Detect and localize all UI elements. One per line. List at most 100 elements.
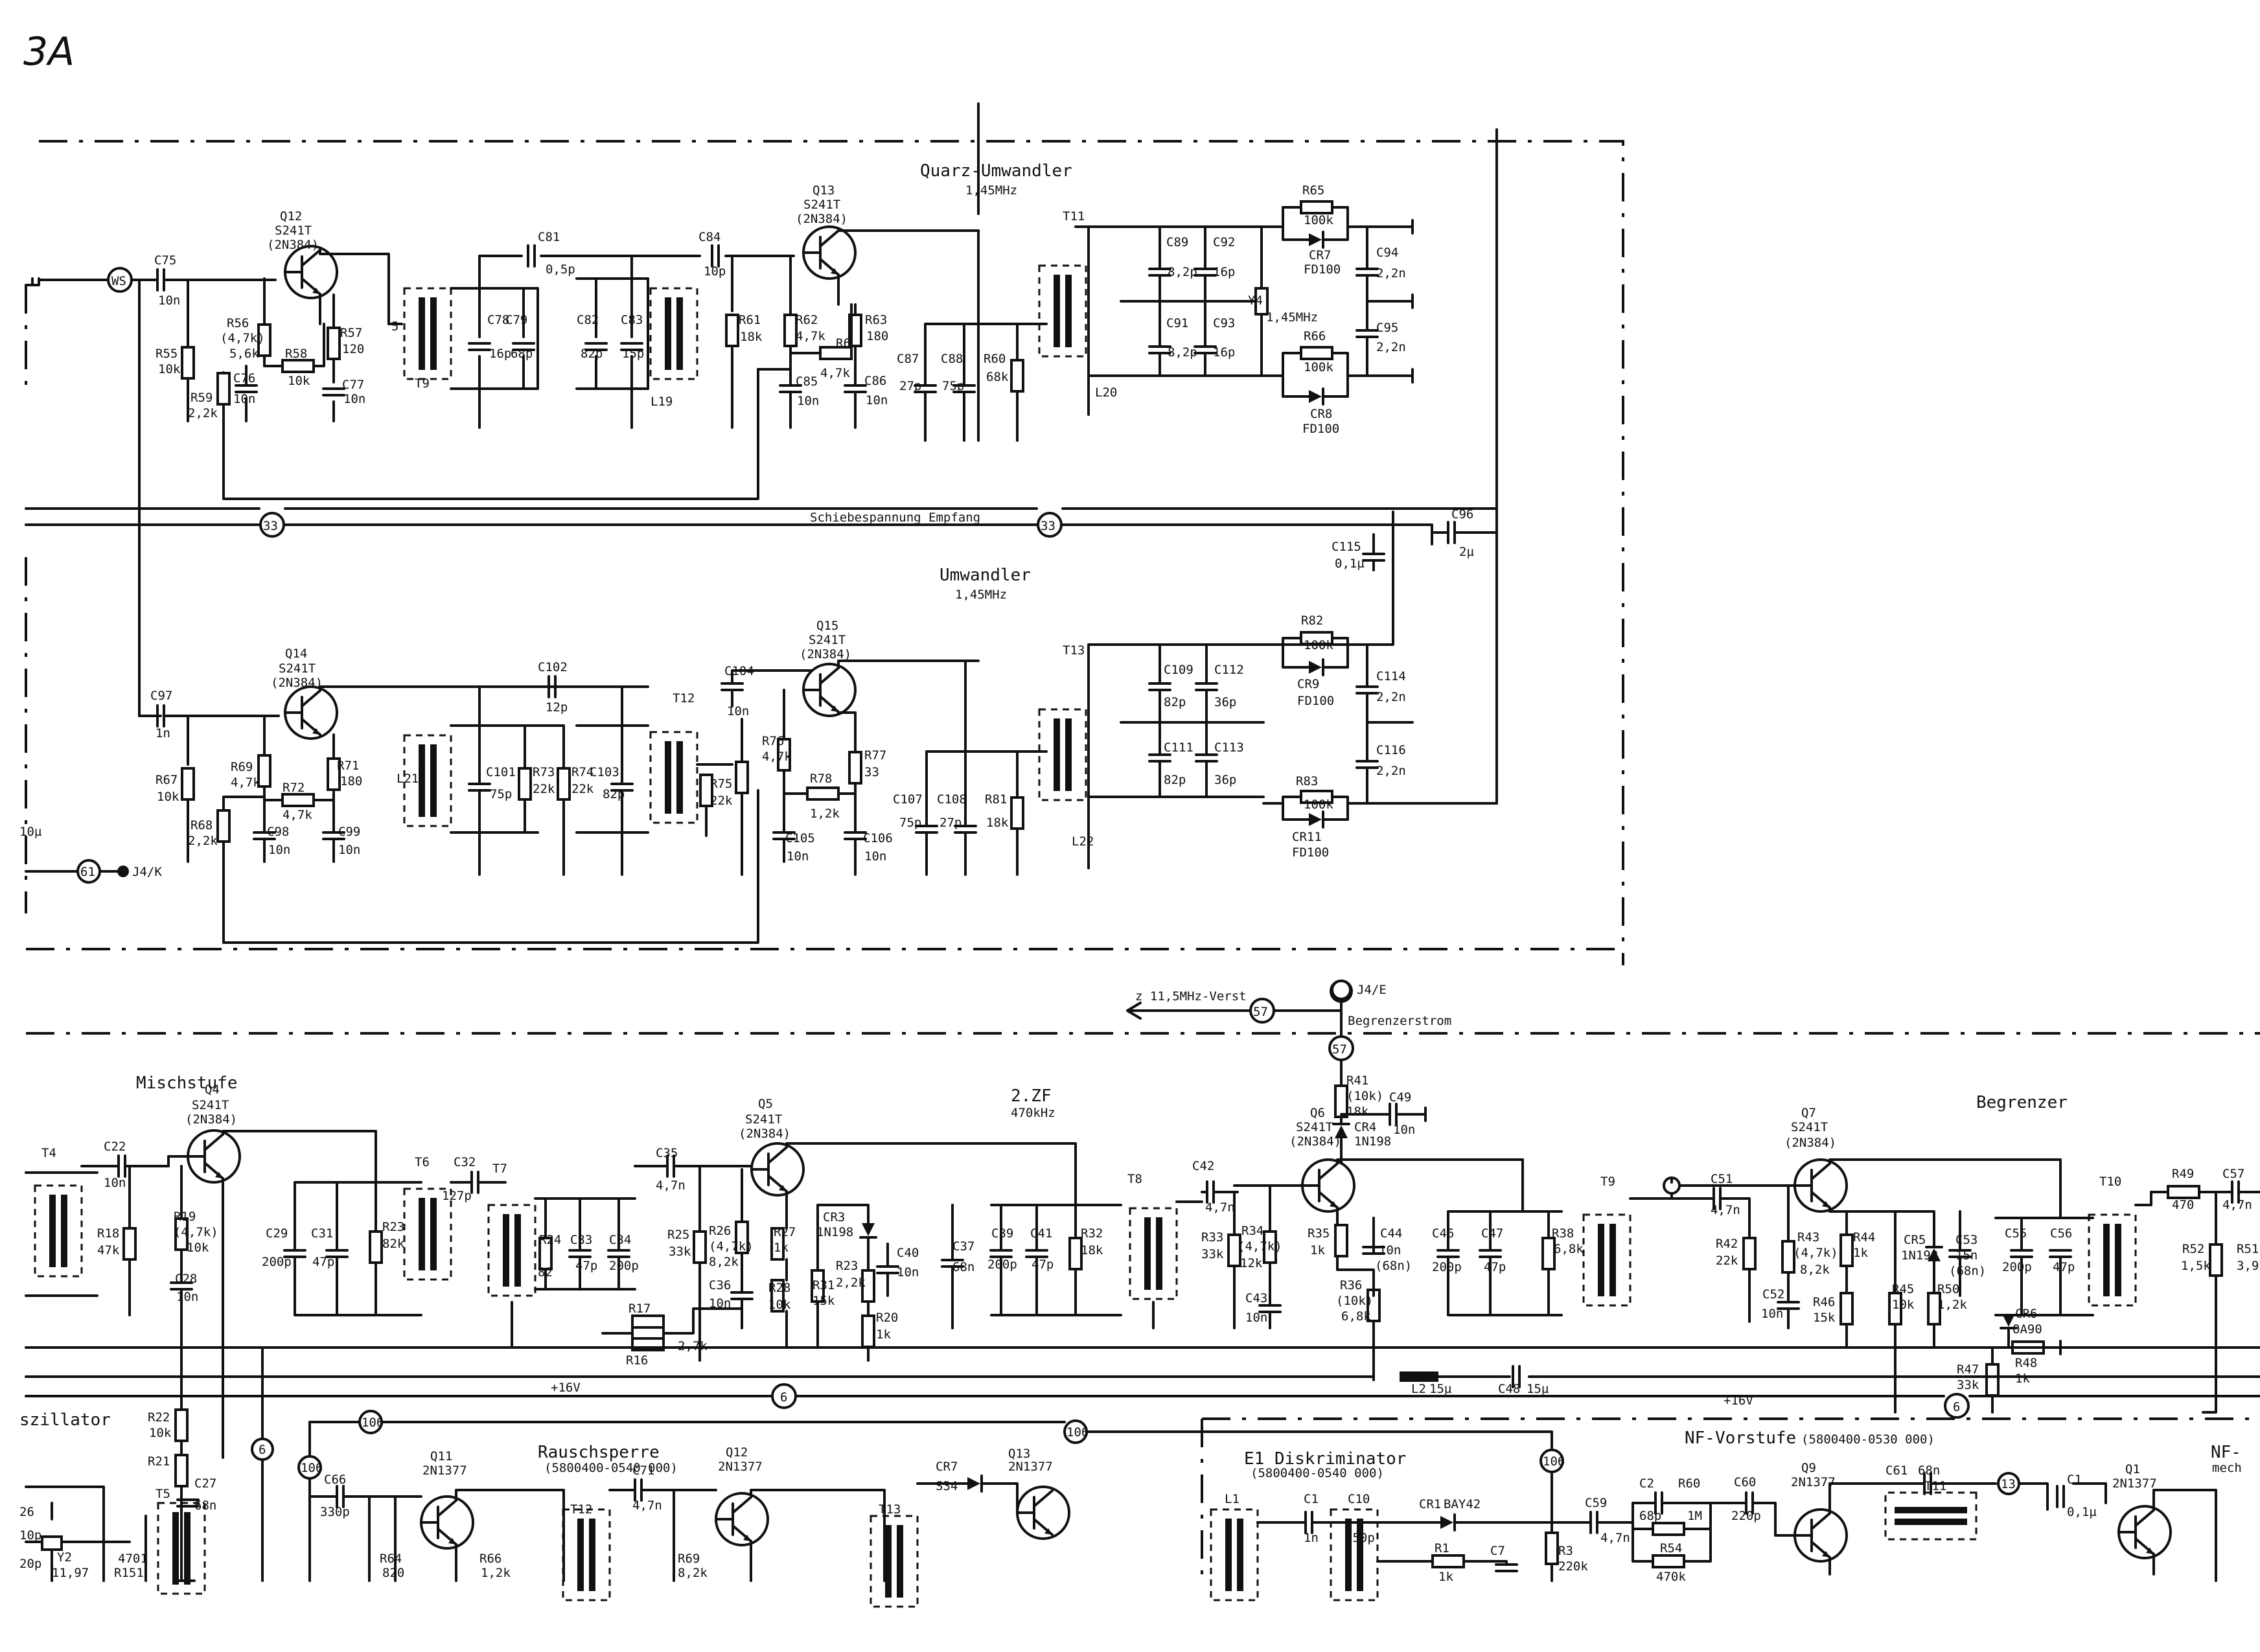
svg-text:T9: T9 [415,376,430,391]
svg-text:1M: 1M [1687,1509,1702,1523]
svg-text:FD100: FD100 [1302,422,1339,436]
svg-text:(2N384): (2N384) [739,1127,790,1141]
svg-text:82p: 82p [1164,695,1186,709]
svg-text:10p: 10p [19,1528,41,1543]
svg-text:1k: 1k [1310,1243,1325,1257]
svg-text:C39: C39 [991,1226,1013,1241]
svg-text:Q12: Q12 [280,209,302,224]
svg-text:75p: 75p [899,816,921,830]
svg-text:1k: 1k [1853,1246,1868,1260]
svg-text:2,2k: 2,2k [188,406,218,420]
svg-text:1N198: 1N198 [1354,1134,1391,1149]
svg-text:(68n): (68n) [1375,1259,1412,1273]
svg-text:C55: C55 [2005,1226,2027,1241]
svg-text:68n: 68n [952,1260,974,1274]
svg-text:10k: 10k [158,362,181,376]
nf-right-title: NF- [2211,1443,2241,1462]
svg-text:R62: R62 [796,313,818,327]
svg-text:Q9: Q9 [1801,1461,1816,1475]
svg-text:200p: 200p [1432,1260,1462,1274]
svg-text:16p: 16p [489,347,511,361]
svg-text:C102: C102 [538,660,568,674]
svg-text:10n: 10n [233,392,255,406]
frame-lines [25,102,2260,1574]
svg-text:15µ: 15µ [1429,1382,1451,1396]
quarz-freq: 1,45MHz [965,183,1017,198]
svg-text:4701: 4701 [118,1552,148,1566]
svg-text:4,7n: 4,7n [2222,1198,2252,1212]
svg-text:C10: C10 [1348,1492,1370,1506]
node-6b: 6 [1953,1400,1960,1414]
svg-text:18k: 18k [1346,1105,1369,1119]
svg-text:2µ: 2µ [1459,545,1474,559]
svg-text:T12: T12 [570,1502,592,1517]
svg-text:(2N384): (2N384) [1289,1134,1341,1149]
svg-text:C75: C75 [154,253,176,268]
svg-text:10n: 10n [338,843,360,857]
svg-text:C107: C107 [893,792,923,807]
svg-text:C106: C106 [863,831,893,845]
svg-text:R54: R54 [1660,1541,1682,1555]
svg-text:C57: C57 [2222,1167,2244,1181]
svg-text:10n: 10n [1245,1311,1267,1325]
svg-text:220k: 220k [1558,1559,1588,1574]
svg-text:68n: 68n [1918,1463,1940,1478]
svg-text:10n: 10n [866,393,888,407]
svg-text:2N1377: 2N1377 [718,1460,763,1474]
svg-text:C28: C28 [175,1272,197,1286]
svg-text:C77: C77 [342,378,364,392]
svg-text:200p: 200p [609,1259,639,1273]
node-61: 61 [80,865,95,879]
svg-text:1n: 1n [156,726,170,740]
svg-text:C1: C1 [1304,1492,1319,1506]
svg-text:68k: 68k [986,370,1009,384]
svg-text:R1: R1 [1435,1541,1449,1555]
svg-text:18k: 18k [986,816,1009,830]
svg-text:27p: 27p [940,816,962,830]
svg-text:10n: 10n [268,843,290,857]
svg-text:6,8k: 6,8k [1341,1309,1371,1324]
svg-text:10k: 10k [1892,1298,1915,1312]
svg-text:R31: R31 [813,1278,835,1292]
oszillator-title: szillator [19,1410,111,1430]
svg-text:16p: 16p [1213,345,1235,360]
svg-text:FD100: FD100 [1297,694,1334,708]
svg-text:R64: R64 [380,1552,402,1566]
svg-text:C29: C29 [266,1226,288,1241]
svg-text:15µ: 15µ [1527,1382,1549,1396]
svg-text:10p: 10p [704,264,726,279]
svg-text:R26: R26 [709,1224,731,1238]
svg-text:330p: 330p [320,1505,350,1519]
svg-text:R74: R74 [571,765,594,779]
svg-text:R19: R19 [174,1210,196,1224]
svg-text:C46: C46 [1432,1226,1454,1241]
begrenzer-title: Begrenzer [1976,1093,2068,1112]
svg-text:C59: C59 [1585,1496,1607,1510]
svg-text:(4,7k): (4,7k) [1238,1239,1282,1254]
node-57c: 57 [1332,1042,1347,1057]
svg-text:R35: R35 [1308,1226,1330,1241]
svg-text:C78: C78 [487,313,509,327]
svg-text:3,9: 3,9 [2237,1259,2259,1273]
node-6c: 6 [259,1443,266,1457]
svg-text:BAY42: BAY42 [1444,1497,1481,1511]
bias-label: Schiebespannung Empfang [810,511,980,525]
svg-text:150p: 150p [1345,1531,1375,1545]
svg-text:47p: 47p [312,1255,334,1269]
umwandler-freq: 1,45MHz [955,588,1007,602]
svg-text:10n: 10n [727,704,749,718]
svg-text:36p: 36p [1214,695,1236,709]
svg-text:S241T: S241T [1296,1120,1333,1134]
svg-text:R47: R47 [1957,1362,1979,1377]
svg-text:R55: R55 [156,347,178,361]
svg-text:C52: C52 [1762,1287,1784,1302]
svg-text:15k: 15k [1813,1311,1836,1325]
svg-text:33k: 33k [1957,1378,1979,1392]
svg-text:S241T: S241T [279,661,316,676]
svg-text:R78: R78 [810,772,832,786]
svg-text:Q15: Q15 [816,619,838,633]
svg-text:R76: R76 [762,734,784,748]
svg-text:R20: R20 [876,1311,898,1325]
